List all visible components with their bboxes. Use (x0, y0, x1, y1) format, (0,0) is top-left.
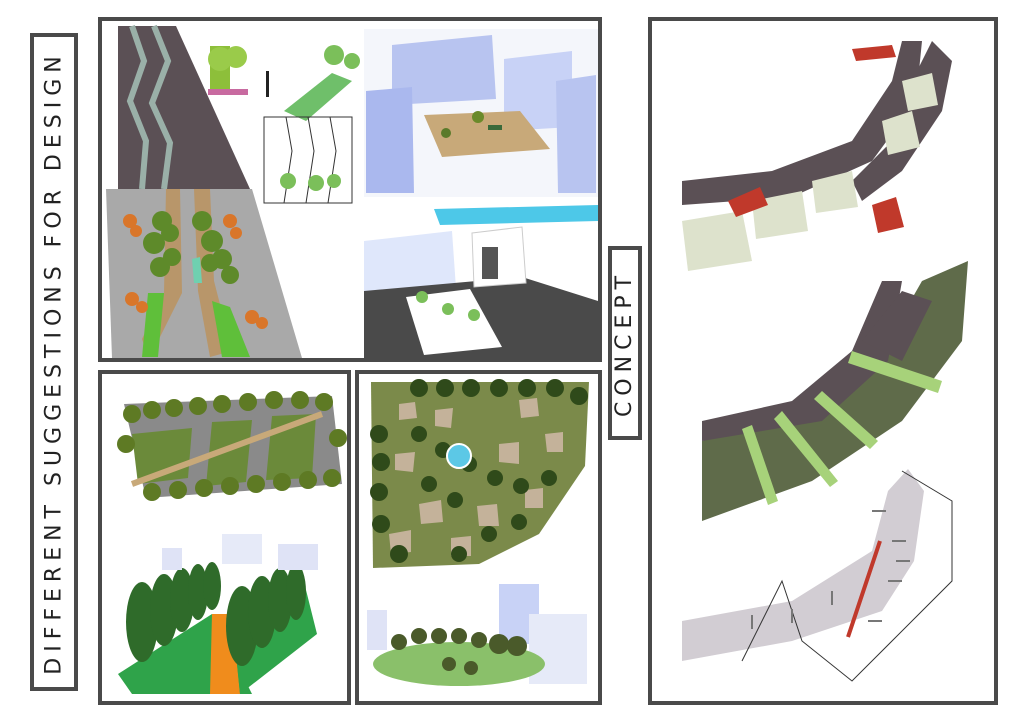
concept-title: CONCEPT (612, 269, 638, 417)
street-corridor-drawing (106, 24, 598, 358)
left-title-box: DIFFERENT SUGGESTIONS FOR DESIGN (30, 33, 78, 691)
3d-view-street (364, 201, 598, 358)
concept-title-box: CONCEPT (608, 246, 642, 440)
green-link-arrows (742, 351, 942, 505)
tree-lined-plaza-drawing (117, 391, 347, 694)
concept-diagram-green-links (702, 261, 968, 521)
panel-tree-lined-plaza (98, 370, 351, 705)
cypress-trees (126, 562, 306, 666)
concept-diagram-access (682, 41, 952, 271)
3d-view-courtyard (364, 29, 598, 197)
panel-street-corridor (98, 17, 602, 362)
stepping-stones (389, 398, 563, 556)
section-sketch (208, 45, 360, 204)
concept-diagrams-drawing (682, 41, 968, 682)
panel-organic-park (355, 370, 602, 705)
left-title: DIFFERENT SUGGESTIONS FOR DESIGN (41, 49, 67, 675)
panel-concept-diagrams (648, 17, 998, 705)
organic-park-drawing (367, 379, 589, 686)
access-arrows-red (728, 45, 904, 233)
border-trees (117, 391, 347, 501)
plaza-trees (143, 211, 239, 284)
concept-diagram-circulation (682, 469, 953, 682)
circulation-markers (751, 510, 910, 629)
plaza-flower-beds (123, 214, 268, 329)
park-3d-trees (391, 628, 527, 675)
